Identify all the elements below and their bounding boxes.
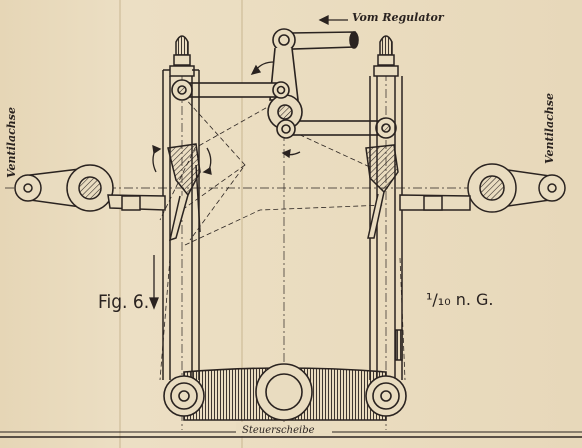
label-scale: ¹/₁₀ n. G. <box>426 290 494 309</box>
control-disc-base <box>163 363 407 436</box>
right-valve-arm <box>399 163 566 213</box>
label-ventilachse-left: Ventilachse <box>5 107 18 178</box>
right-cam <box>365 144 399 239</box>
label-vom-regulator: Vom Regulator <box>352 11 445 24</box>
label-fig: Fig. 6. <box>98 291 149 313</box>
left-valve-arm <box>14 164 166 212</box>
lower-lever <box>285 117 397 139</box>
left-cam <box>167 143 201 242</box>
central-rocker <box>267 81 303 139</box>
motion-arrows <box>149 14 348 310</box>
regulator-rod <box>269 28 359 101</box>
upper-lever <box>171 79 279 101</box>
left-column <box>162 35 200 380</box>
label-steuerscheibe: Steuerscheibe <box>242 425 315 436</box>
right-column <box>369 35 403 380</box>
label-ventilachse-right: Ventilachse <box>543 93 556 164</box>
